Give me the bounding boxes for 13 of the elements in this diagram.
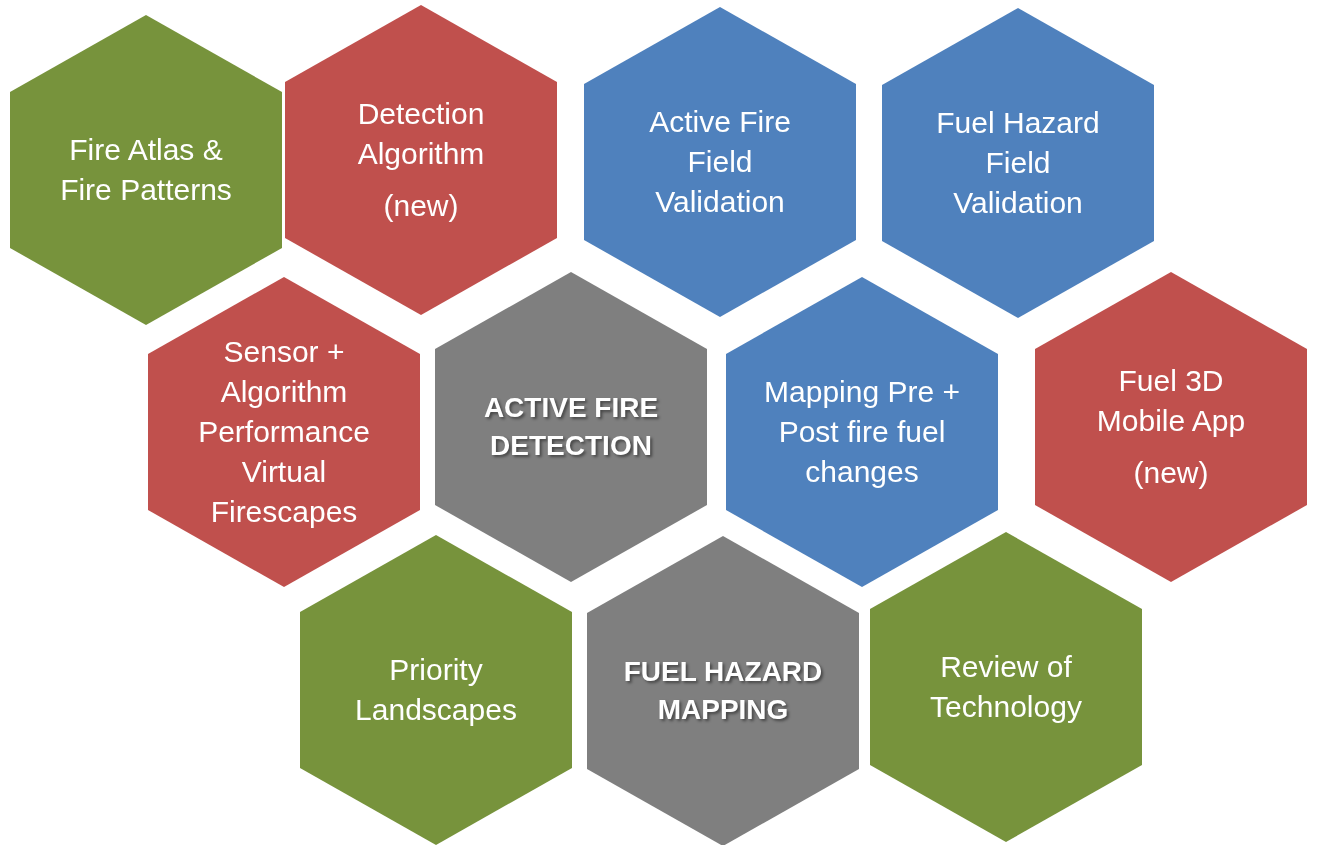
hexagon-label: Fire Atlas & Fire Patterns	[59, 132, 233, 208]
hexagon-label: Sensor + Algorithm Performance Virtual Firescapes	[197, 334, 371, 530]
hexagon-label: (new)	[1133, 455, 1209, 491]
hexagon-label: ACTIVE FIRE DETECTION	[482, 391, 660, 463]
hexagon-label: Priority Landscapes	[354, 652, 518, 728]
hexagon-label: FUEL HAZARD MAPPING	[623, 655, 823, 727]
hexagon-label: Active Fire Field Validation	[648, 104, 792, 220]
hexagon-label: (new)	[383, 188, 459, 224]
hexagon-label: Review of Technology	[929, 649, 1083, 725]
hexagon-label: Fuel 3D Mobile App	[1095, 363, 1247, 439]
hexagon-label: Fuel Hazard Field Validation	[935, 105, 1101, 221]
hexagon-label: Detection Algorithm	[356, 96, 486, 172]
hexagon-label: Mapping Pre + Post fire fuel changes	[763, 374, 961, 490]
